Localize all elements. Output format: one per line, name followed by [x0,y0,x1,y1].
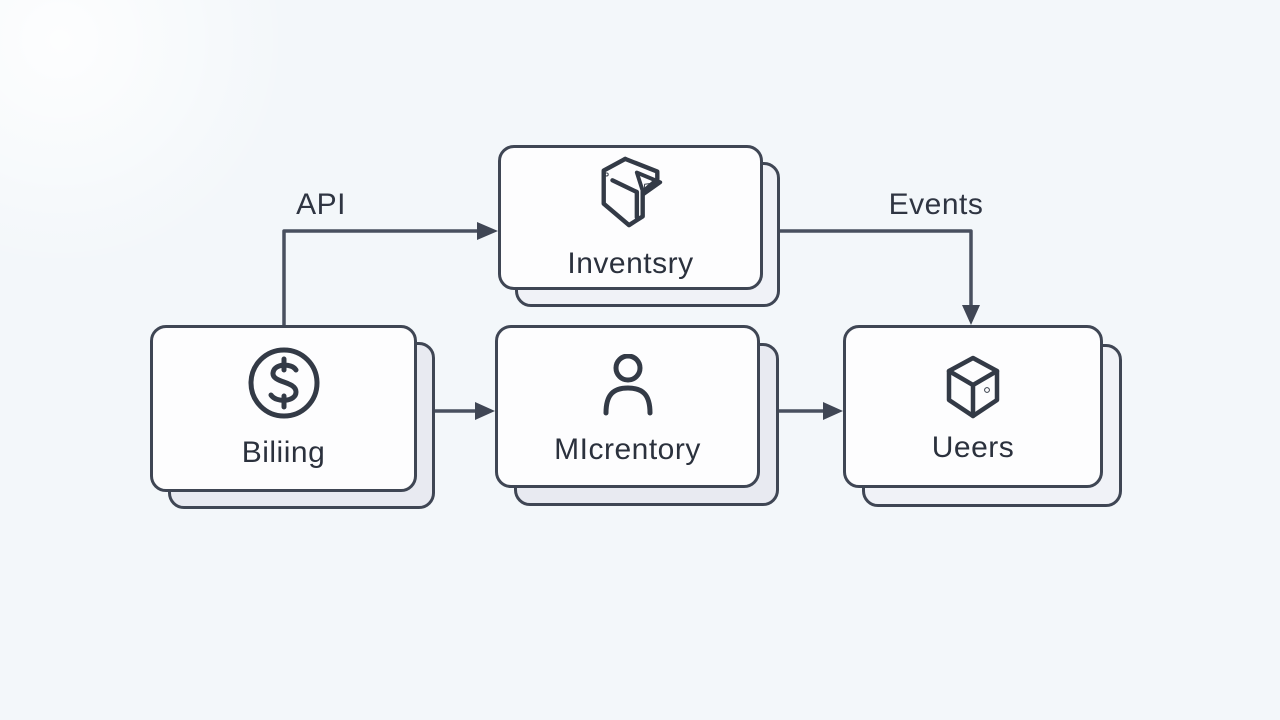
node-label: Ueers [931,431,1015,464]
edge-label-api: API [296,188,346,221]
edge-inventory-users [763,229,980,325]
node-micrentory[interactable]: MIcrentory [495,325,779,506]
edge-label-events: Events [888,188,984,221]
card: Inventsry [498,145,763,290]
open-package-icon [601,156,662,228]
node-users[interactable]: Ueers [843,325,1122,507]
edge-billing-inventory [282,222,498,325]
node-label: MIcrentory [554,433,701,466]
person-icon [603,354,652,416]
card: MIcrentory [495,325,760,488]
node-inventory[interactable]: Inventsry [498,145,780,307]
node-billing[interactable]: Biliing [150,325,435,509]
card: Biliing [150,325,417,492]
node-label: Inventsry [567,247,694,280]
dollar-circle-icon [248,347,319,419]
card: Ueers [843,325,1103,488]
node-label: Biliing [241,436,326,469]
cube-icon [946,355,1000,419]
